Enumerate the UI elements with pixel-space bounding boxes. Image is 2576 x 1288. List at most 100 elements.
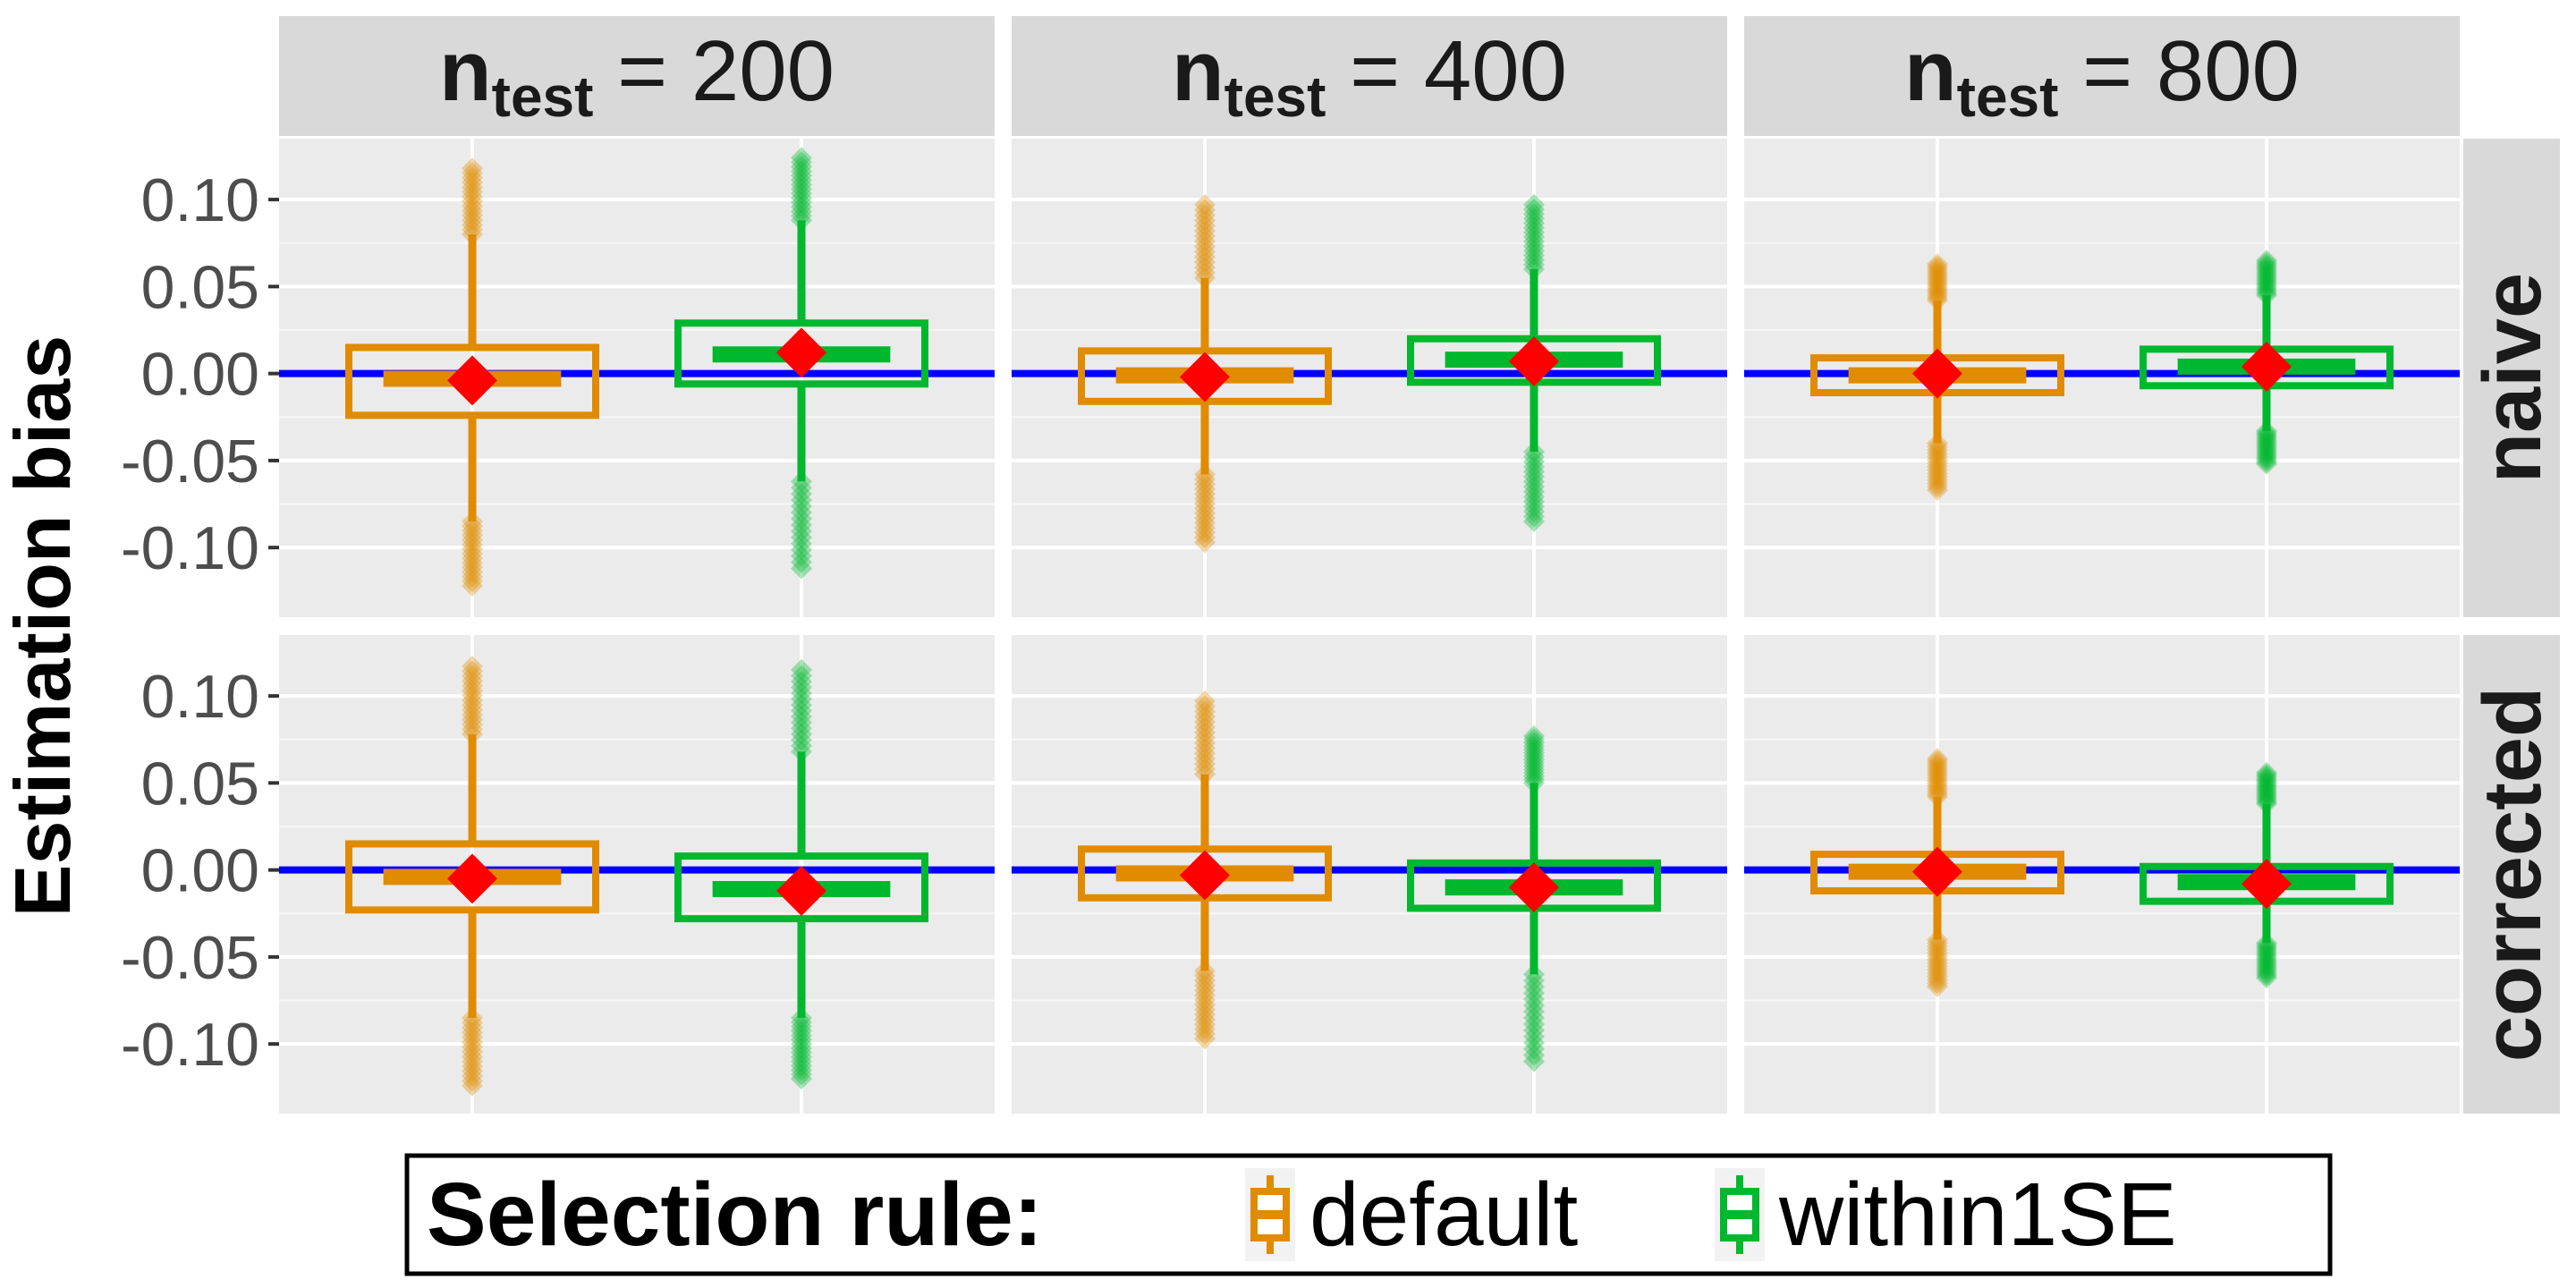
outlier-point	[1927, 284, 1948, 307]
outlier-point	[2256, 269, 2277, 292]
outlier-point	[1523, 235, 1545, 258]
outlier-point	[1194, 1013, 1216, 1036]
outlier-point	[462, 1046, 483, 1068]
outlier-point	[462, 1036, 483, 1058]
outlier-point	[2256, 441, 2277, 463]
outlier-point	[1194, 492, 1216, 514]
outlier-point	[462, 199, 483, 222]
outlier-point	[1927, 932, 1948, 954]
outlier-point	[791, 723, 812, 745]
outlier-point	[1194, 742, 1216, 765]
outlier-point	[1194, 984, 1216, 1006]
outlier-point	[2256, 276, 2277, 299]
outlier-point	[791, 160, 812, 182]
outlier-point	[1927, 935, 1948, 957]
outlier-point	[462, 689, 483, 711]
y-tick-label: -0.10	[121, 514, 259, 582]
outlier-point	[1523, 724, 1545, 747]
outlier-point	[462, 1031, 483, 1054]
row-strip	[2463, 139, 2560, 617]
mean-marker	[1912, 348, 1962, 399]
legend-key-within1SE	[1715, 1168, 1765, 1261]
outlier-point	[2256, 786, 2277, 809]
outlier-point	[1523, 253, 1545, 275]
outlier-point	[1927, 955, 1948, 978]
outlier-point	[1523, 486, 1545, 508]
outlier-point	[791, 676, 812, 699]
outlier-point	[1927, 276, 1948, 299]
box-within1SE	[2140, 250, 2394, 475]
outlier-point	[1523, 738, 1545, 760]
column-strip	[279, 16, 995, 136]
outlier-point	[1194, 1018, 1216, 1040]
outlier-point	[1927, 268, 1948, 291]
outlier-point	[462, 209, 483, 232]
outlier-point	[1194, 716, 1216, 739]
outlier-point	[1194, 988, 1216, 1011]
outlier-point	[1927, 258, 1948, 280]
outlier-point	[1194, 483, 1216, 505]
outlier-point	[791, 169, 812, 191]
facet-panels	[279, 139, 2460, 1114]
outlier-point	[1523, 500, 1545, 522]
outlier-point	[1523, 193, 1545, 216]
outlier-point	[1194, 193, 1216, 216]
outlier-point	[1523, 745, 1545, 767]
outlier-point	[1523, 505, 1545, 528]
outlier-point	[1927, 469, 1948, 491]
outlier-point	[1927, 783, 1948, 805]
facet-panel	[279, 635, 995, 1114]
outlier-point	[462, 520, 483, 542]
iqr-box	[674, 319, 928, 388]
outlier-point	[791, 483, 812, 505]
box-within1SE	[674, 147, 928, 580]
mean-marker	[2241, 859, 2292, 910]
outlier-point	[1194, 204, 1216, 226]
outlier-point	[462, 1050, 483, 1072]
outlier-point	[462, 218, 483, 241]
outlier-point	[1523, 240, 1545, 262]
legend-box	[404, 1153, 2333, 1276]
outlier-point	[2256, 444, 2277, 466]
outlier-point	[1194, 974, 1216, 996]
outlier-point	[462, 204, 483, 226]
outlier-point	[1927, 761, 1948, 784]
box-default	[1810, 748, 2064, 997]
facet-panel	[279, 139, 995, 617]
outlier-point	[2256, 262, 2277, 284]
column-strip	[1744, 16, 2460, 136]
outlier-point	[462, 1016, 483, 1038]
outlier-point	[2256, 939, 2277, 962]
outlier-point	[1927, 945, 1948, 968]
outlier-point	[1523, 203, 1545, 225]
outlier-point	[2256, 947, 2277, 970]
mean-marker	[1912, 846, 1962, 897]
outlier-point	[1523, 470, 1545, 493]
outlier-point	[2256, 257, 2277, 279]
outlier-point	[462, 538, 483, 560]
outlier-point	[1194, 246, 1216, 268]
outlier-point	[791, 147, 812, 169]
mean-marker	[1509, 862, 1559, 913]
outlier-point	[1523, 244, 1545, 267]
outlier-point	[791, 665, 812, 687]
outlier-point	[791, 1015, 812, 1038]
outlier-point	[791, 477, 812, 499]
facet-panel	[1012, 139, 1727, 617]
outlier-point	[791, 670, 812, 692]
outlier-point	[462, 1074, 483, 1097]
outlier-point	[1194, 512, 1216, 534]
outlier-point	[462, 547, 483, 570]
outlier-point	[2256, 964, 2277, 987]
outlier-point	[1194, 748, 1216, 770]
outlier-point	[1523, 1050, 1545, 1072]
outlier-point	[1523, 249, 1545, 271]
outlier-point	[1523, 1031, 1545, 1054]
outlier-point	[462, 718, 483, 741]
outlier-point	[1927, 975, 1948, 997]
outlier-point	[2256, 959, 2277, 981]
outlier-point	[2256, 448, 2277, 470]
outlier-point	[462, 1070, 483, 1092]
outlier-point	[462, 185, 483, 208]
outlier-point	[791, 1011, 812, 1033]
